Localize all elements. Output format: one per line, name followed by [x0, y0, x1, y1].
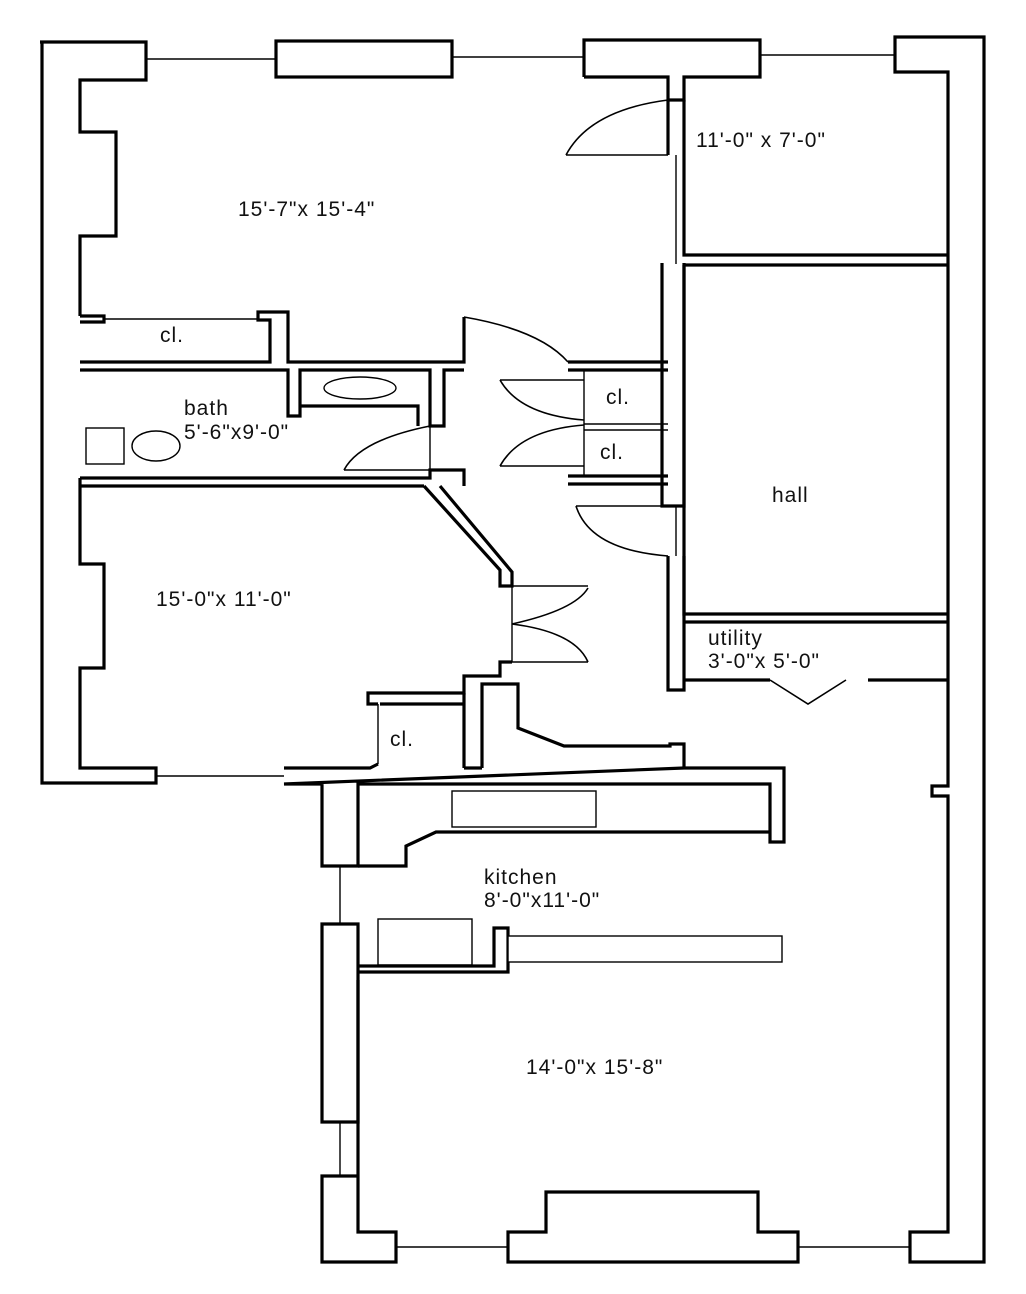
utility-label: utility	[708, 627, 763, 650]
door-closet-upper[interactable]	[499, 379, 585, 421]
bath-sink	[323, 376, 397, 400]
top-wall-segment	[582, 38, 762, 102]
bedroom-1-dimensions: 15'-7"x 15'-4"	[238, 198, 375, 221]
small-room-dimensions: 11'-0" x 7'-0"	[696, 129, 826, 152]
utility-dimensions: 3'-0"x 5'-0"	[708, 650, 820, 673]
exterior-walls	[40, 35, 986, 1264]
toilet-tank	[85, 427, 125, 465]
bay-window	[506, 1190, 800, 1264]
door-bedroom-2-upper[interactable]	[511, 587, 589, 625]
kitchen-label: kitchen	[484, 866, 558, 889]
door-hall[interactable]	[575, 505, 669, 557]
doors	[343, 99, 669, 663]
door-closet-lower[interactable]	[499, 424, 585, 467]
room-labels: 15'-7"x 15'-4" 11'-0" x 7'-0" hall bath …	[156, 129, 826, 1079]
door-bedroom-2-lower[interactable]	[511, 623, 589, 663]
right-exterior-wall	[893, 35, 986, 1264]
bath-fixtures	[85, 376, 397, 465]
door-bath[interactable]	[343, 425, 431, 471]
bath-dimensions: 5'-6"x9'-0"	[184, 421, 289, 444]
closet-hall-lower-label: cl.	[600, 441, 624, 464]
left-exterior-wall	[40, 40, 158, 785]
hall-label: hall	[772, 484, 809, 507]
bath-label: bath	[184, 397, 229, 420]
door-small-room[interactable]	[565, 99, 669, 156]
kitchen-dimensions: 8'-0"x11'-0"	[484, 889, 600, 912]
utility-bifold-door[interactable]	[769, 679, 847, 705]
kitchen-counter	[507, 935, 783, 963]
living-room-dimensions: 14'-0"x 15'-8"	[526, 1056, 663, 1079]
kitchen-sink	[451, 790, 597, 828]
bedroom-2-dimensions: 15'-0"x 11'-0"	[156, 588, 292, 611]
kitchen-stove	[377, 918, 473, 966]
door-bedroom-1[interactable]	[463, 316, 569, 363]
toilet-bowl	[131, 430, 181, 462]
interior-walls	[80, 100, 948, 1264]
window-top-left	[274, 39, 454, 79]
closet-hall-upper-label: cl.	[606, 386, 630, 409]
closet-bedroom-1-label: cl.	[160, 324, 184, 347]
closet-bedroom-2-label: cl.	[390, 728, 414, 751]
